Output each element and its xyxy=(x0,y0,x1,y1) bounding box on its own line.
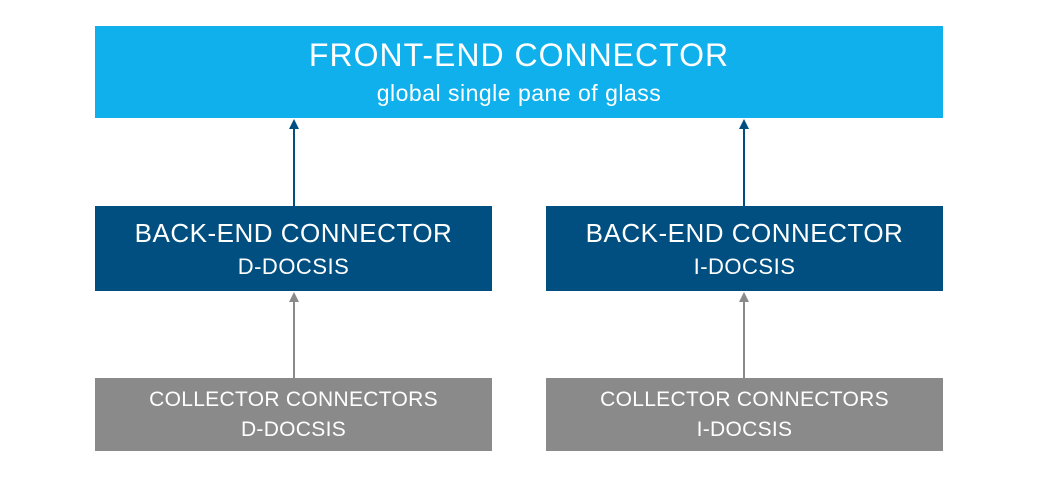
collector-connectors-title: COLLECTOR CONNECTORS xyxy=(149,387,438,411)
front-end-connector-title: FRONT-END CONNECTOR xyxy=(308,37,730,73)
collector-connectors-d-docsis-box: COLLECTOR CONNECTORS D-DOCSIS xyxy=(95,378,492,451)
back-end-connector-subtitle: D-DOCSIS xyxy=(237,253,350,279)
collector-connectors-subtitle: D-DOCSIS xyxy=(240,417,347,441)
back-end-connector-d-docsis-box: BACK-END CONNECTOR D-DOCSIS xyxy=(95,206,492,291)
arrow-collector-d-docsis-to-back-end xyxy=(289,292,299,378)
back-end-connector-title: BACK-END CONNECTOR xyxy=(134,217,453,248)
back-end-connector-i-docsis-box: BACK-END CONNECTOR I-DOCSIS xyxy=(546,206,943,291)
collector-connectors-i-docsis-box: COLLECTOR CONNECTORS I-DOCSIS xyxy=(546,378,943,451)
front-end-connector-subtitle: global single pane of glass xyxy=(376,80,662,106)
arrow-collector-i-docsis-to-back-end xyxy=(739,292,749,378)
arrow-back-end-d-docsis-to-front-end xyxy=(289,119,299,206)
front-end-connector-box: FRONT-END CONNECTOR global single pane o… xyxy=(95,26,943,118)
back-end-connector-title: BACK-END CONNECTOR xyxy=(585,217,904,248)
back-end-connector-subtitle: I-DOCSIS xyxy=(693,253,796,279)
arrow-back-end-i-docsis-to-front-end xyxy=(739,119,749,206)
collector-connectors-subtitle: I-DOCSIS xyxy=(696,417,793,441)
collector-connectors-title: COLLECTOR CONNECTORS xyxy=(600,387,889,411)
